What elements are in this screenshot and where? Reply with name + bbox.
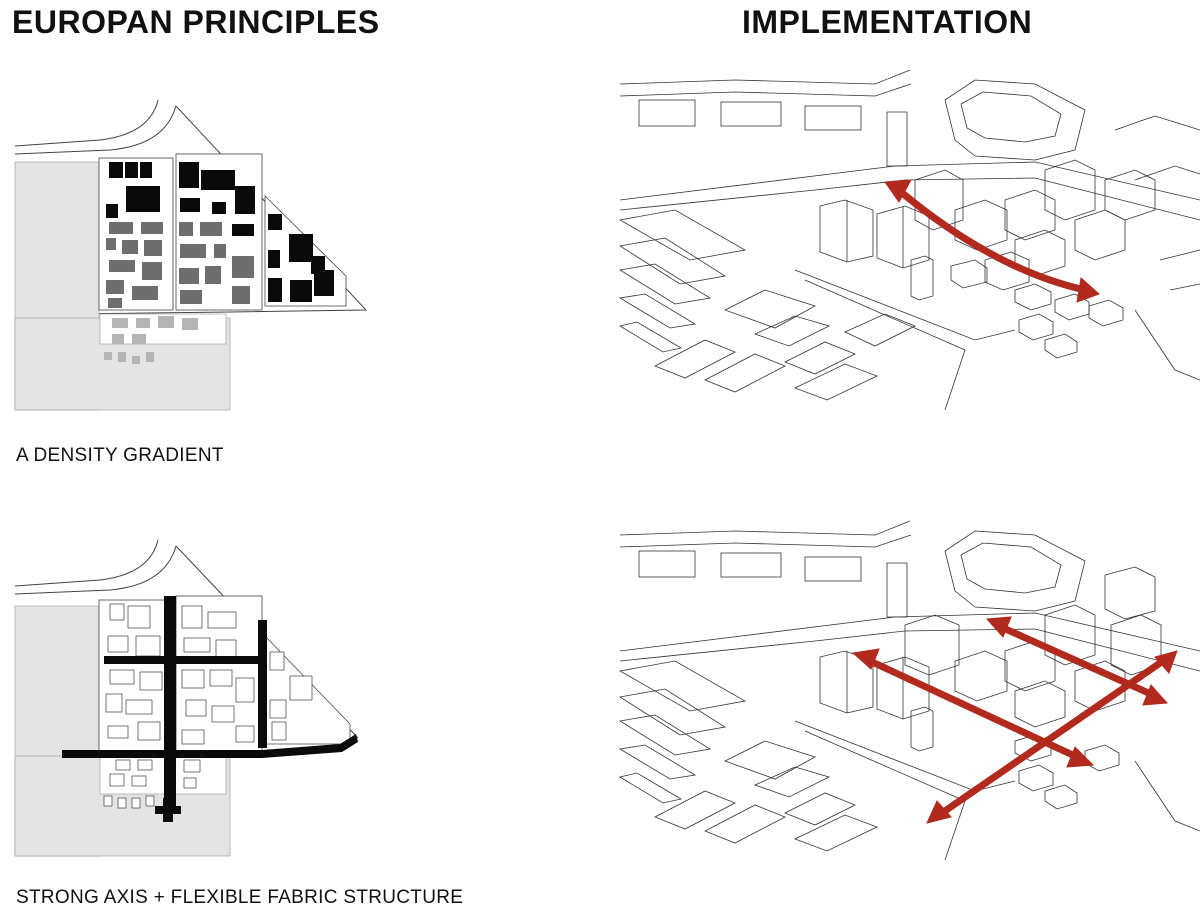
dense-buildings	[106, 162, 334, 302]
density-gradient-plan	[0, 90, 380, 412]
heading-europan-principles: EUROPAN PRINCIPLES	[12, 4, 380, 40]
medium-buildings	[106, 222, 254, 308]
caption-density-gradient: A DENSITY GRADIENT	[16, 445, 224, 466]
heading-implementation: IMPLEMENTATION	[742, 4, 1033, 40]
curved-road	[14, 99, 159, 147]
axis-arrows	[851, 616, 1178, 824]
implementation-view-axes	[615, 515, 1200, 860]
strong-axes	[62, 596, 358, 822]
axis-structure-plan	[0, 530, 380, 860]
implementation-view-density	[615, 70, 1200, 410]
flexible-fabric-buildings	[103, 603, 313, 809]
light-buildings	[104, 316, 198, 364]
caption-strong-axis: STRONG AXIS + FLEXIBLE FABRIC STRUCTURE	[16, 887, 464, 908]
density-gradient-arrow	[884, 179, 1100, 303]
